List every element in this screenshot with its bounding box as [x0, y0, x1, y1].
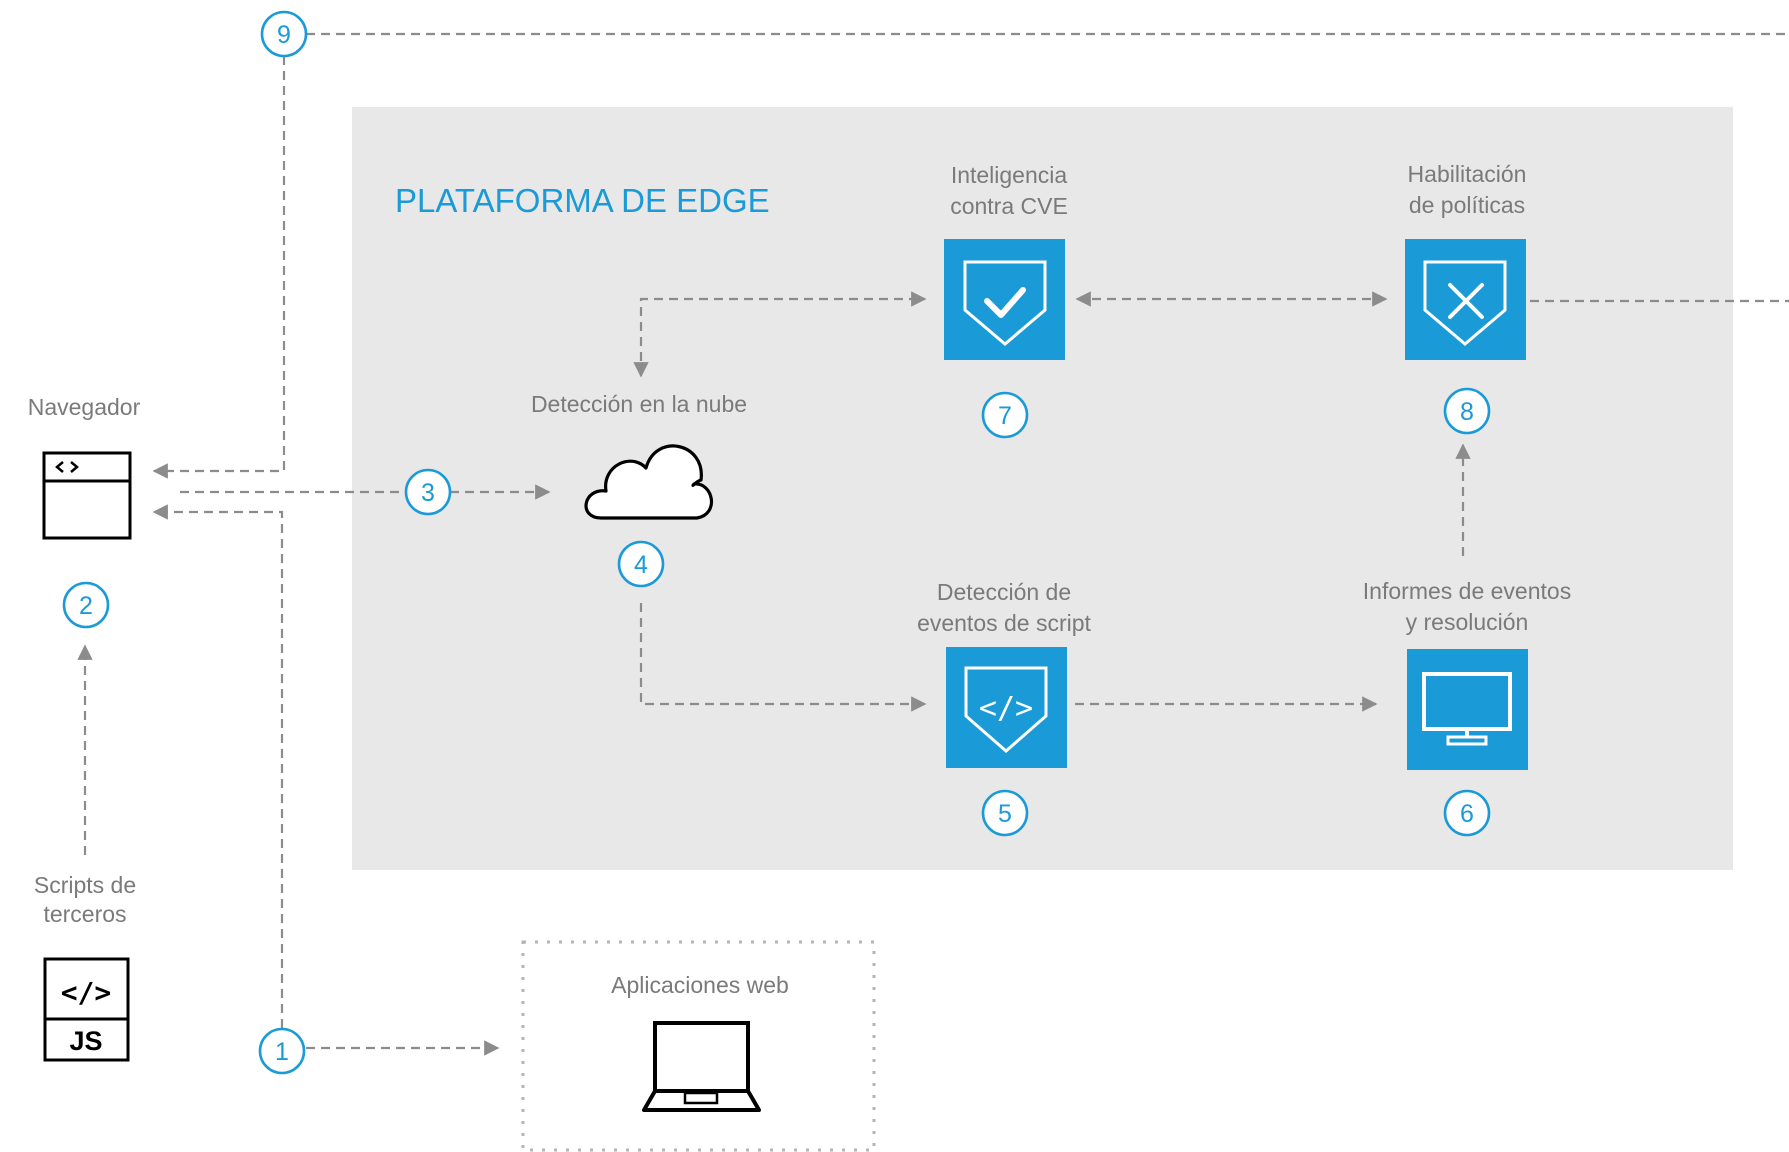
step-1-badge: 1 [258, 1027, 306, 1075]
svg-text:3: 3 [421, 479, 435, 507]
cve-label-1: Inteligencia [951, 162, 1068, 188]
web-apps-box [521, 940, 876, 1152]
scripts-label-2: terceros [43, 901, 126, 927]
web-apps-label: Aplicaciones web [611, 972, 789, 998]
step-7-badge: 7 [981, 391, 1029, 439]
svg-text:7: 7 [998, 402, 1012, 430]
js-script-icon: </> JS [43, 957, 130, 1062]
navegador-label: Navegador [28, 394, 141, 420]
svg-text:2: 2 [79, 592, 93, 620]
connector-9-to-browser [152, 56, 286, 479]
step-2-badge: 2 [62, 581, 110, 629]
shield-check-icon [944, 239, 1065, 360]
policies-label-2: de políticas [1409, 192, 1525, 218]
svg-text:1: 1 [275, 1038, 289, 1066]
reports-label-1: Informes de eventos [1363, 578, 1571, 604]
cloud-icon [584, 444, 714, 520]
step-8-badge: 8 [1443, 387, 1491, 435]
reports-label-2: y resolución [1406, 609, 1529, 635]
code-glyph: </> [979, 691, 1033, 726]
script-detection-label-1: Detección de [937, 579, 1071, 605]
laptop-icon [642, 1021, 761, 1112]
step-5-badge: 5 [981, 789, 1029, 837]
js-text: JS [69, 1026, 102, 1056]
svg-text:8: 8 [1460, 398, 1474, 426]
svg-text:4: 4 [634, 551, 648, 579]
script-detection-label-2: eventos de script [917, 610, 1091, 636]
cve-label-2: contra CVE [950, 193, 1068, 219]
js-code-glyph: </> [61, 976, 112, 1009]
connector-1-to-browser [152, 504, 284, 1028]
svg-text:9: 9 [277, 21, 291, 49]
connector-4-to-script [639, 603, 927, 712]
shield-x-icon [1405, 239, 1526, 360]
step-4-badge: 4 [617, 540, 665, 588]
cloud-detection-label: Detección en la nube [531, 391, 747, 417]
svg-text:6: 6 [1460, 800, 1474, 828]
shield-code-icon: </> [946, 647, 1067, 768]
browser-window-icon [42, 451, 132, 540]
step-3-badge: 3 [404, 468, 452, 516]
step-9-badge: 9 [260, 10, 308, 58]
connector-cloud-cve [633, 291, 927, 378]
policies-label-1: Habilitación [1408, 161, 1527, 187]
monitor-icon [1407, 649, 1528, 770]
scripts-label-1: Scripts de [34, 872, 136, 898]
svg-text:5: 5 [998, 800, 1012, 828]
step-6-badge: 6 [1443, 789, 1491, 837]
platform-title: PLATAFORMA DE EDGE [395, 182, 770, 219]
